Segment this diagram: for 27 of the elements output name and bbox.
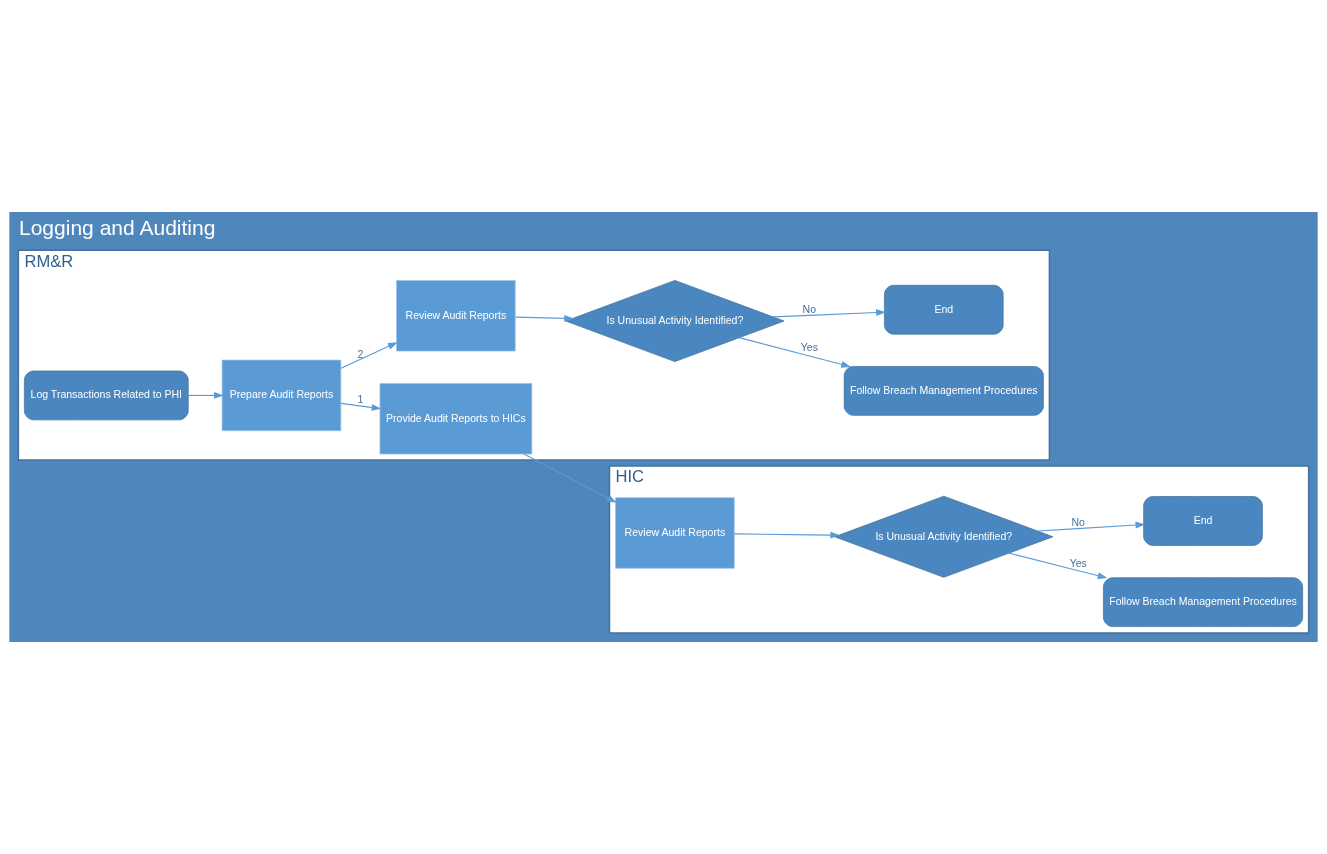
diagram-title: Logging and Auditing xyxy=(18,215,216,239)
arrow xyxy=(340,402,382,411)
edge-label: No xyxy=(802,302,817,315)
arrow xyxy=(1008,552,1108,580)
arrow xyxy=(733,531,841,539)
node-box: Prepare Audit Reports xyxy=(221,359,342,432)
node-box: End xyxy=(884,284,1004,335)
node-box: Follow Breach Management Procedures xyxy=(843,366,1044,416)
node-box: Follow Breach Management Procedures xyxy=(1103,577,1303,627)
arrow xyxy=(772,309,886,318)
arrow xyxy=(340,342,398,369)
edge-label: Yes xyxy=(800,341,818,354)
edge-label: 2 xyxy=(357,347,364,360)
arrow xyxy=(523,453,617,503)
arrow xyxy=(738,337,852,368)
node-box: Provide Audit Reports to HICs xyxy=(379,383,533,455)
node-diamond: Is Unusual Activity Identified? xyxy=(834,495,1054,578)
arrow xyxy=(187,392,224,399)
node-box: Review Audit Reports xyxy=(615,497,735,569)
node-box: Review Audit Reports xyxy=(396,280,516,352)
edge-label: No xyxy=(1071,515,1085,528)
node-box: End xyxy=(1143,496,1263,546)
arrow xyxy=(1037,521,1146,532)
edge-label: Yes xyxy=(1069,556,1087,569)
edge-label: 1 xyxy=(357,393,364,406)
arrow xyxy=(514,314,574,322)
node-box: Log Transactions Related to PHI xyxy=(24,370,189,421)
